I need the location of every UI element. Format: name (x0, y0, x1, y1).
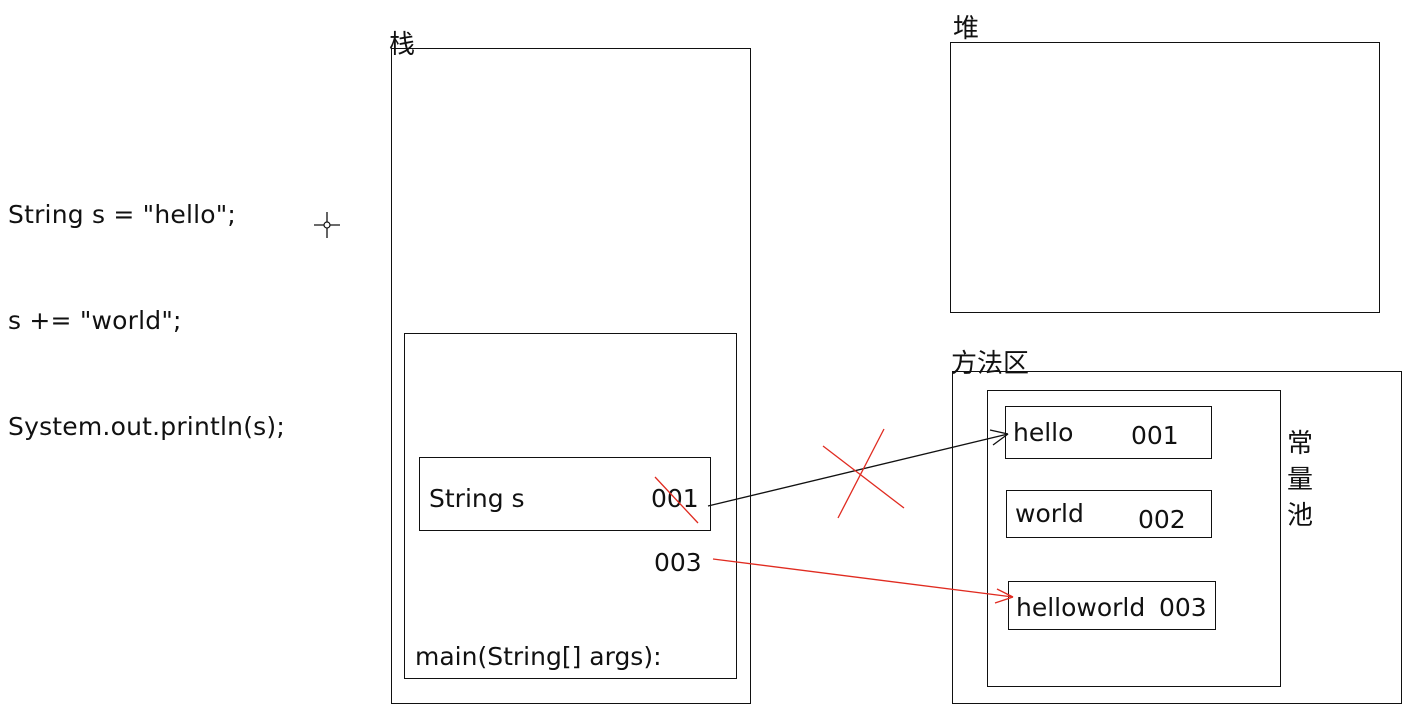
stack-region (391, 48, 751, 704)
method-area-title: 方法区 (951, 349, 1030, 379)
invalidated-reference-cross-icon (822, 428, 905, 519)
code-line-2: s += "world"; (8, 306, 182, 335)
pool-entry-hello-address: 001 (1131, 421, 1179, 450)
heap-region (950, 42, 1380, 313)
pool-entry-world-address: 002 (1138, 505, 1186, 534)
old-address-strike (654, 476, 699, 524)
code-line-3: System.out.println(s); (8, 412, 285, 441)
variable-s-label: String s (429, 484, 525, 513)
new-reference-arrow (712, 558, 1014, 604)
method-area-region (952, 371, 1402, 704)
new-address-value: 003 (654, 548, 702, 577)
main-method-label: main(String[] args): (415, 642, 662, 671)
variable-s-box (419, 457, 711, 531)
pool-entry-hello-value: hello (1013, 418, 1074, 447)
constant-pool-region (987, 390, 1281, 687)
pool-entry-world-value: world (1015, 499, 1084, 528)
pool-entry-hello (1005, 406, 1212, 459)
pool-entry-world (1006, 490, 1212, 538)
pool-entry-helloworld-address: 003 (1159, 593, 1207, 622)
crosshair-cursor-icon (314, 212, 340, 238)
code-line-1: String s = "hello"; (8, 200, 237, 229)
stack-title: 栈 (389, 30, 416, 60)
constant-pool-title: 常量池 (1287, 429, 1314, 531)
heap-title: 堆 (953, 14, 980, 44)
old-reference-arrow (707, 429, 1009, 507)
main-stack-frame (404, 333, 737, 679)
pool-entry-helloworld-value: helloworld (1016, 593, 1146, 622)
pool-entry-helloworld (1008, 581, 1216, 630)
